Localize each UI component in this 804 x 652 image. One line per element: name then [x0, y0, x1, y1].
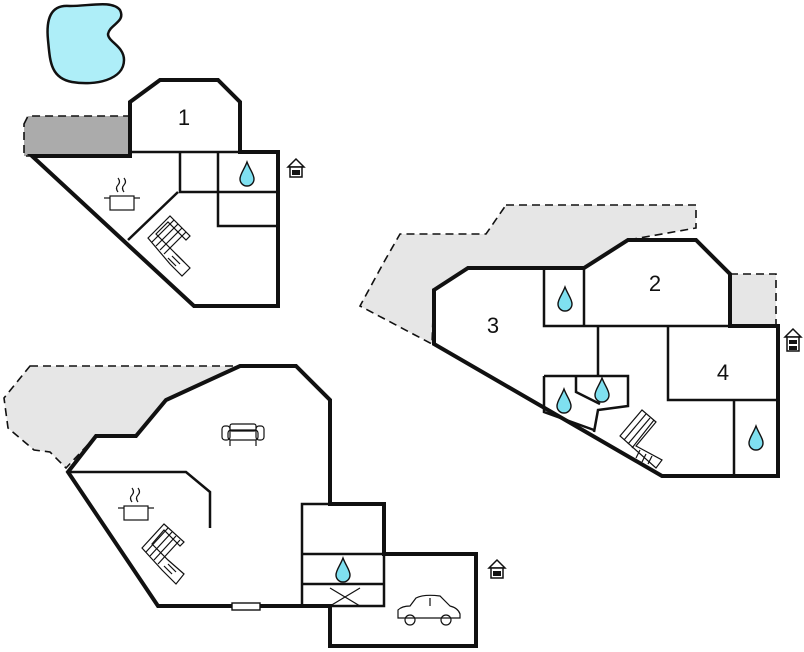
wall — [542, 268, 596, 328]
room-label-1: 1 — [178, 105, 190, 130]
wall — [544, 374, 630, 433]
stairs-icon — [619, 409, 663, 469]
pool — [46, 3, 126, 85]
covered-terrace — [23, 115, 131, 157]
window — [231, 602, 261, 611]
wall — [127, 191, 179, 241]
room-label-4: 4 — [717, 360, 729, 385]
wall — [216, 152, 278, 228]
bathroom-drop-icon — [748, 424, 764, 451]
lower-left-unit — [3, 364, 507, 648]
entrance-icon — [286, 157, 306, 178]
lower-left-walls — [65, 364, 478, 648]
car-icon — [397, 594, 461, 626]
bathroom-drop-icon — [557, 285, 573, 312]
right-unit: 2 3 4 — [358, 204, 803, 478]
terrace-right — [358, 204, 697, 346]
right-unit-walls — [432, 238, 780, 478]
wall — [68, 470, 212, 528]
wall — [542, 376, 595, 432]
room-label-3: 3 — [487, 313, 499, 338]
stairs-icon — [147, 215, 191, 277]
fireplace-icon — [329, 587, 361, 607]
bathroom-drop-icon — [556, 387, 572, 414]
bathroom-drop-icon — [239, 160, 255, 187]
wall — [330, 554, 386, 608]
wall — [178, 152, 218, 194]
wall — [300, 502, 330, 606]
room-label-2: 2 — [649, 271, 661, 296]
wall — [666, 326, 778, 402]
sofa-icon — [221, 423, 265, 446]
kitchen-pot-icon — [104, 177, 140, 211]
bathroom-drop-icon — [335, 556, 351, 583]
bathroom-drop-icon — [594, 376, 610, 403]
wall — [574, 376, 601, 406]
kitchen-pot-icon — [118, 487, 154, 521]
stairs-icon — [141, 523, 185, 585]
entrance-icon — [487, 558, 507, 579]
terrace-small — [729, 273, 777, 327]
entrance-icon — [783, 327, 803, 352]
upper-left-unit: 1 — [23, 78, 306, 308]
